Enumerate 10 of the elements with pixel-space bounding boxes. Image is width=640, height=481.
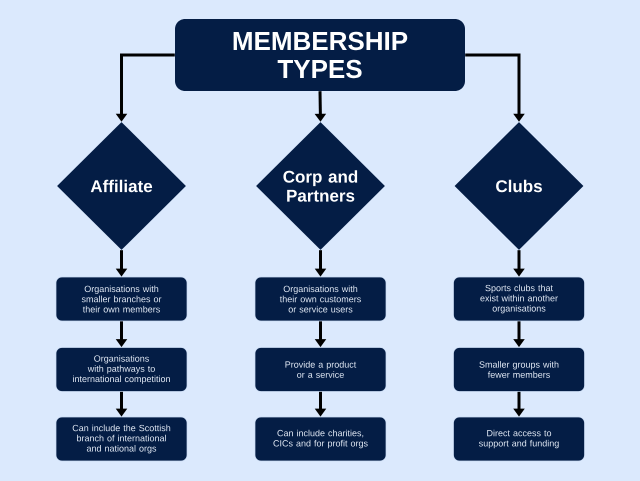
info-box: Direct access to support and funding: [453, 416, 585, 462]
info-box: Organisations with their own customers or service users: [254, 276, 386, 322]
info-box: Can include charities, CICs and for profit orgs: [254, 416, 386, 462]
info-box: Provide a product or a service: [254, 347, 386, 392]
title-box: MEMBERSHIP TYPES: [175, 19, 465, 91]
info-box: Organisations with smaller branches or their own members: [56, 276, 188, 322]
info-box: Can include the Scottish branch of international and national orgs: [56, 416, 188, 462]
info-box: Sports clubs that exist within another organisations: [453, 276, 585, 322]
info-box: Organisations with pathways to international competition: [56, 347, 188, 392]
info-box: Smaller groups with fewer members: [453, 347, 585, 392]
